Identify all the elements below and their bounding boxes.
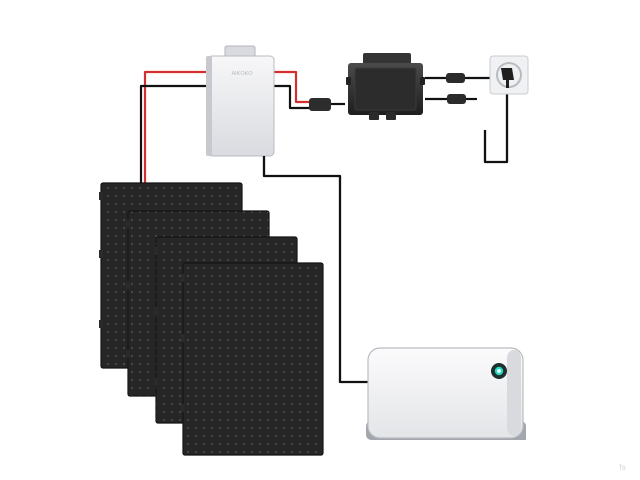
battery-cable <box>262 156 372 384</box>
inverter-top-mount <box>363 53 411 65</box>
inverter-bottom-connector-right <box>386 112 396 120</box>
dc-cable-group <box>139 70 206 183</box>
ac-connector-bottom <box>447 94 466 104</box>
controller-inverter-cable-group <box>274 70 345 111</box>
controller-logo-text: AIKOKO <box>231 71 253 77</box>
controller-box: AIKOKO <box>206 45 275 157</box>
black-dc-cable <box>139 84 206 183</box>
red-output-cable <box>274 70 310 104</box>
ac-cable-group <box>425 73 509 164</box>
battery-indicator-core <box>497 369 501 373</box>
microinverter <box>346 53 425 120</box>
plug-head <box>501 68 514 80</box>
mc4-connector-left <box>309 98 331 111</box>
inverter-bottom-connector-left <box>369 112 379 120</box>
black-output-cable <box>274 84 310 110</box>
inverter-face <box>354 67 417 111</box>
battery-side-shade <box>507 350 521 436</box>
ac-connector-top <box>446 73 465 83</box>
controller-shadow <box>206 56 212 156</box>
inverter-right-clip <box>420 77 425 85</box>
plug-stem <box>506 80 509 88</box>
socket-cable <box>483 78 509 164</box>
battery-body <box>367 347 524 439</box>
inverter-left-clip <box>346 77 351 85</box>
wall-socket <box>489 55 529 95</box>
solar-panels <box>99 182 324 456</box>
watermark-text: fs <box>619 463 626 472</box>
red-dc-cable <box>143 70 206 183</box>
solar-panel-4 <box>181 262 324 456</box>
battery-unit <box>366 347 526 440</box>
